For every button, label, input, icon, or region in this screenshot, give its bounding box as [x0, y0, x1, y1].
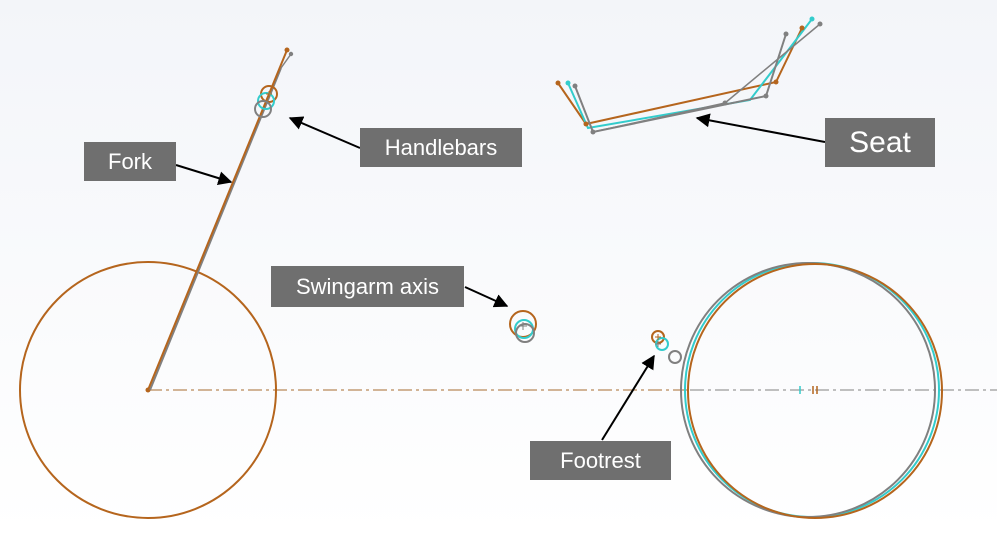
- seat-pointer-arrow: [695, 113, 826, 143]
- swingarm-pointer-arrow: [464, 286, 509, 308]
- seat-profiles: [555, 16, 823, 135]
- swingarm-axis-label: Swingarm axis: [271, 266, 464, 307]
- footrest-label: Footrest: [530, 441, 671, 480]
- fork-pointer-arrow: [175, 164, 233, 185]
- seat-label: Seat: [825, 118, 935, 167]
- footrest-points: [651, 330, 682, 364]
- rear-wheel-profiles: [680, 262, 943, 519]
- fork-lines: [147, 47, 294, 391]
- handlebars-label: Handlebars: [360, 128, 522, 167]
- fork-label: Fork: [84, 142, 176, 181]
- handlebar-points: [254, 85, 278, 118]
- footrest-pointer-arrow: [601, 354, 655, 441]
- swingarm-axis-points: [509, 310, 537, 343]
- handlebars-pointer-arrow: [288, 116, 361, 149]
